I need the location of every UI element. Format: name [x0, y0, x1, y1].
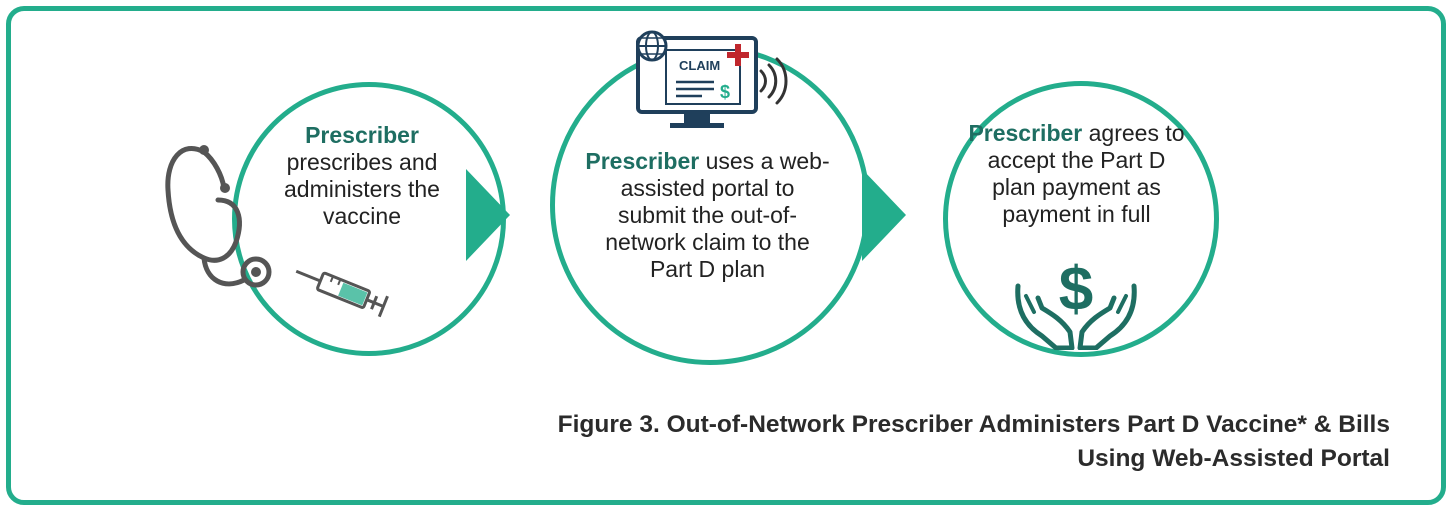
svg-text:$: $ [1059, 256, 1093, 324]
hands-dollar-icon: $ [1015, 256, 1137, 350]
step-3-circle [943, 81, 1219, 357]
step-1-circle [232, 82, 506, 356]
figure-caption: Figure 3. Out-of-Network Prescriber Admi… [390, 408, 1390, 476]
diagram-frame [6, 6, 1446, 505]
stethoscope-icon [165, 145, 272, 288]
step-2-text: Prescriber uses a web-assisted portal to… [585, 148, 830, 283]
caption-line-2: Using Web-Assisted Portal [1077, 445, 1390, 472]
syringe-icon [295, 269, 389, 318]
step-1-actor: Prescriber [305, 122, 419, 148]
step-1-text: Prescriber prescribes and administers th… [252, 122, 472, 230]
arrow-1-icon [466, 169, 510, 261]
step-3-actor: Prescriber [968, 120, 1083, 146]
step-2-actor: Prescriber [585, 148, 700, 174]
arrow-2-icon [862, 169, 906, 261]
step-3-text: Prescriber agrees to accept the Part D p… [964, 120, 1189, 228]
svg-text:$: $ [720, 82, 730, 102]
step-3-description: agrees to accept the Part D plan payment… [987, 120, 1185, 227]
claim-label: CLAIM [679, 58, 721, 73]
step-2-description: uses a web-assisted portal to submit the… [605, 148, 830, 282]
wireless-signal-icon [759, 57, 788, 105]
step-1-description: prescribes and administers the vaccine [284, 149, 440, 229]
monitor-claim-icon: $ [636, 30, 758, 128]
caption-line-1: Figure 3. Out-of-Network Prescriber Admi… [557, 411, 1390, 438]
